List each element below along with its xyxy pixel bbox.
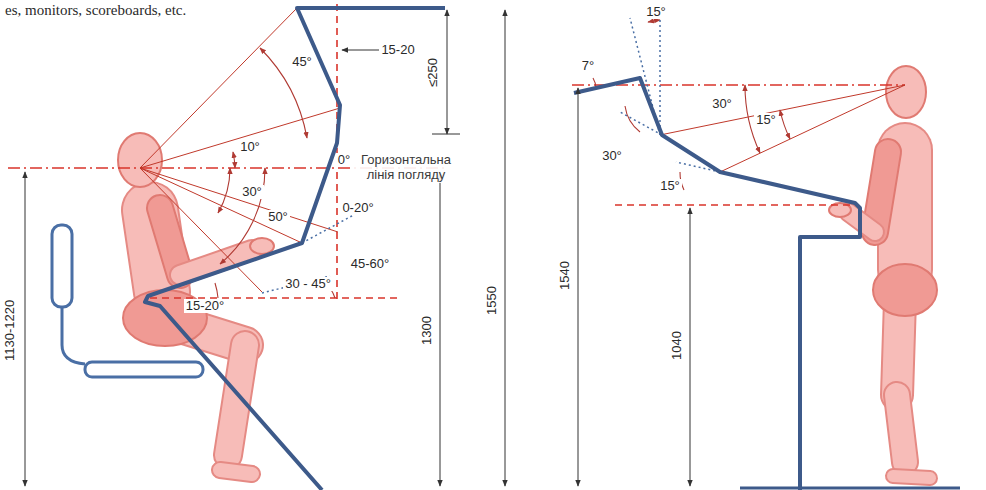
head	[886, 66, 926, 118]
angle-label: 30 - 45°	[283, 277, 333, 292]
angle-label: 50°	[266, 210, 290, 225]
angle-label: 0-20°	[340, 201, 375, 216]
angle-label: 30°	[710, 97, 734, 112]
dimension-label: 1130-1220	[4, 297, 19, 362]
chair-back	[52, 225, 72, 307]
horizontal-sightline	[572, 84, 905, 85]
chair-frame	[62, 307, 85, 364]
foot-outline	[893, 476, 930, 478]
dimension-label: 1040	[670, 329, 685, 362]
angle-label: 10°	[238, 140, 262, 155]
vertical-reference	[659, 5, 661, 135]
foot-outline	[220, 470, 252, 474]
reference-label: Горизонтальна лінія погляду	[350, 153, 462, 183]
extension-line	[432, 134, 460, 135]
angle-label: 30°	[240, 185, 264, 200]
angle-arc	[215, 283, 218, 298]
dimension-line	[505, 10, 506, 486]
angle-arc	[218, 168, 230, 213]
angle-label: 45°	[290, 55, 314, 70]
dimension-line	[578, 88, 579, 486]
sight-line	[140, 168, 302, 243]
pelvis	[873, 264, 937, 316]
angle-label: 15-20°	[184, 299, 226, 314]
chair-seat	[85, 362, 203, 377]
dimension-label: 1300	[420, 314, 435, 347]
sight-line	[660, 85, 905, 135]
dimension-label: 15-20	[379, 43, 416, 58]
dimension-line	[440, 172, 441, 486]
floor-line	[740, 487, 960, 490]
angle-arc	[233, 152, 235, 168]
dimension-label: 1550	[485, 284, 500, 317]
upper-arm-outline	[875, 152, 888, 232]
dimension-label: 1540	[558, 259, 573, 292]
dimension-line	[690, 208, 691, 486]
sight-line	[720, 85, 905, 172]
angle-arc	[625, 106, 640, 132]
angle-label: 30°	[600, 149, 624, 164]
caption-fragment: es, monitors, scoreboards, etc.	[3, 2, 188, 19]
angle-label: 45-60°	[349, 257, 391, 272]
dimension-line	[447, 10, 448, 134]
hand	[250, 238, 274, 254]
shin	[897, 395, 905, 462]
angle-label: 7°	[580, 59, 596, 74]
sight-line	[140, 108, 340, 168]
control-console	[574, 78, 860, 490]
dimension-line	[25, 172, 26, 486]
shin-outline	[897, 395, 905, 462]
head	[118, 133, 162, 187]
angle-arc	[780, 110, 790, 139]
control-console	[145, 8, 445, 490]
angle-arc	[220, 168, 265, 264]
desk-level-line	[615, 204, 856, 206]
foot	[893, 476, 930, 478]
foot	[220, 470, 252, 474]
angle-arc	[648, 20, 660, 22]
angle-label: 15°	[658, 179, 682, 194]
angle-label: 15°	[644, 5, 668, 20]
dimension-label: ≤250	[426, 56, 441, 89]
angle-label: 15°	[754, 113, 778, 128]
upper-arm	[875, 152, 888, 232]
